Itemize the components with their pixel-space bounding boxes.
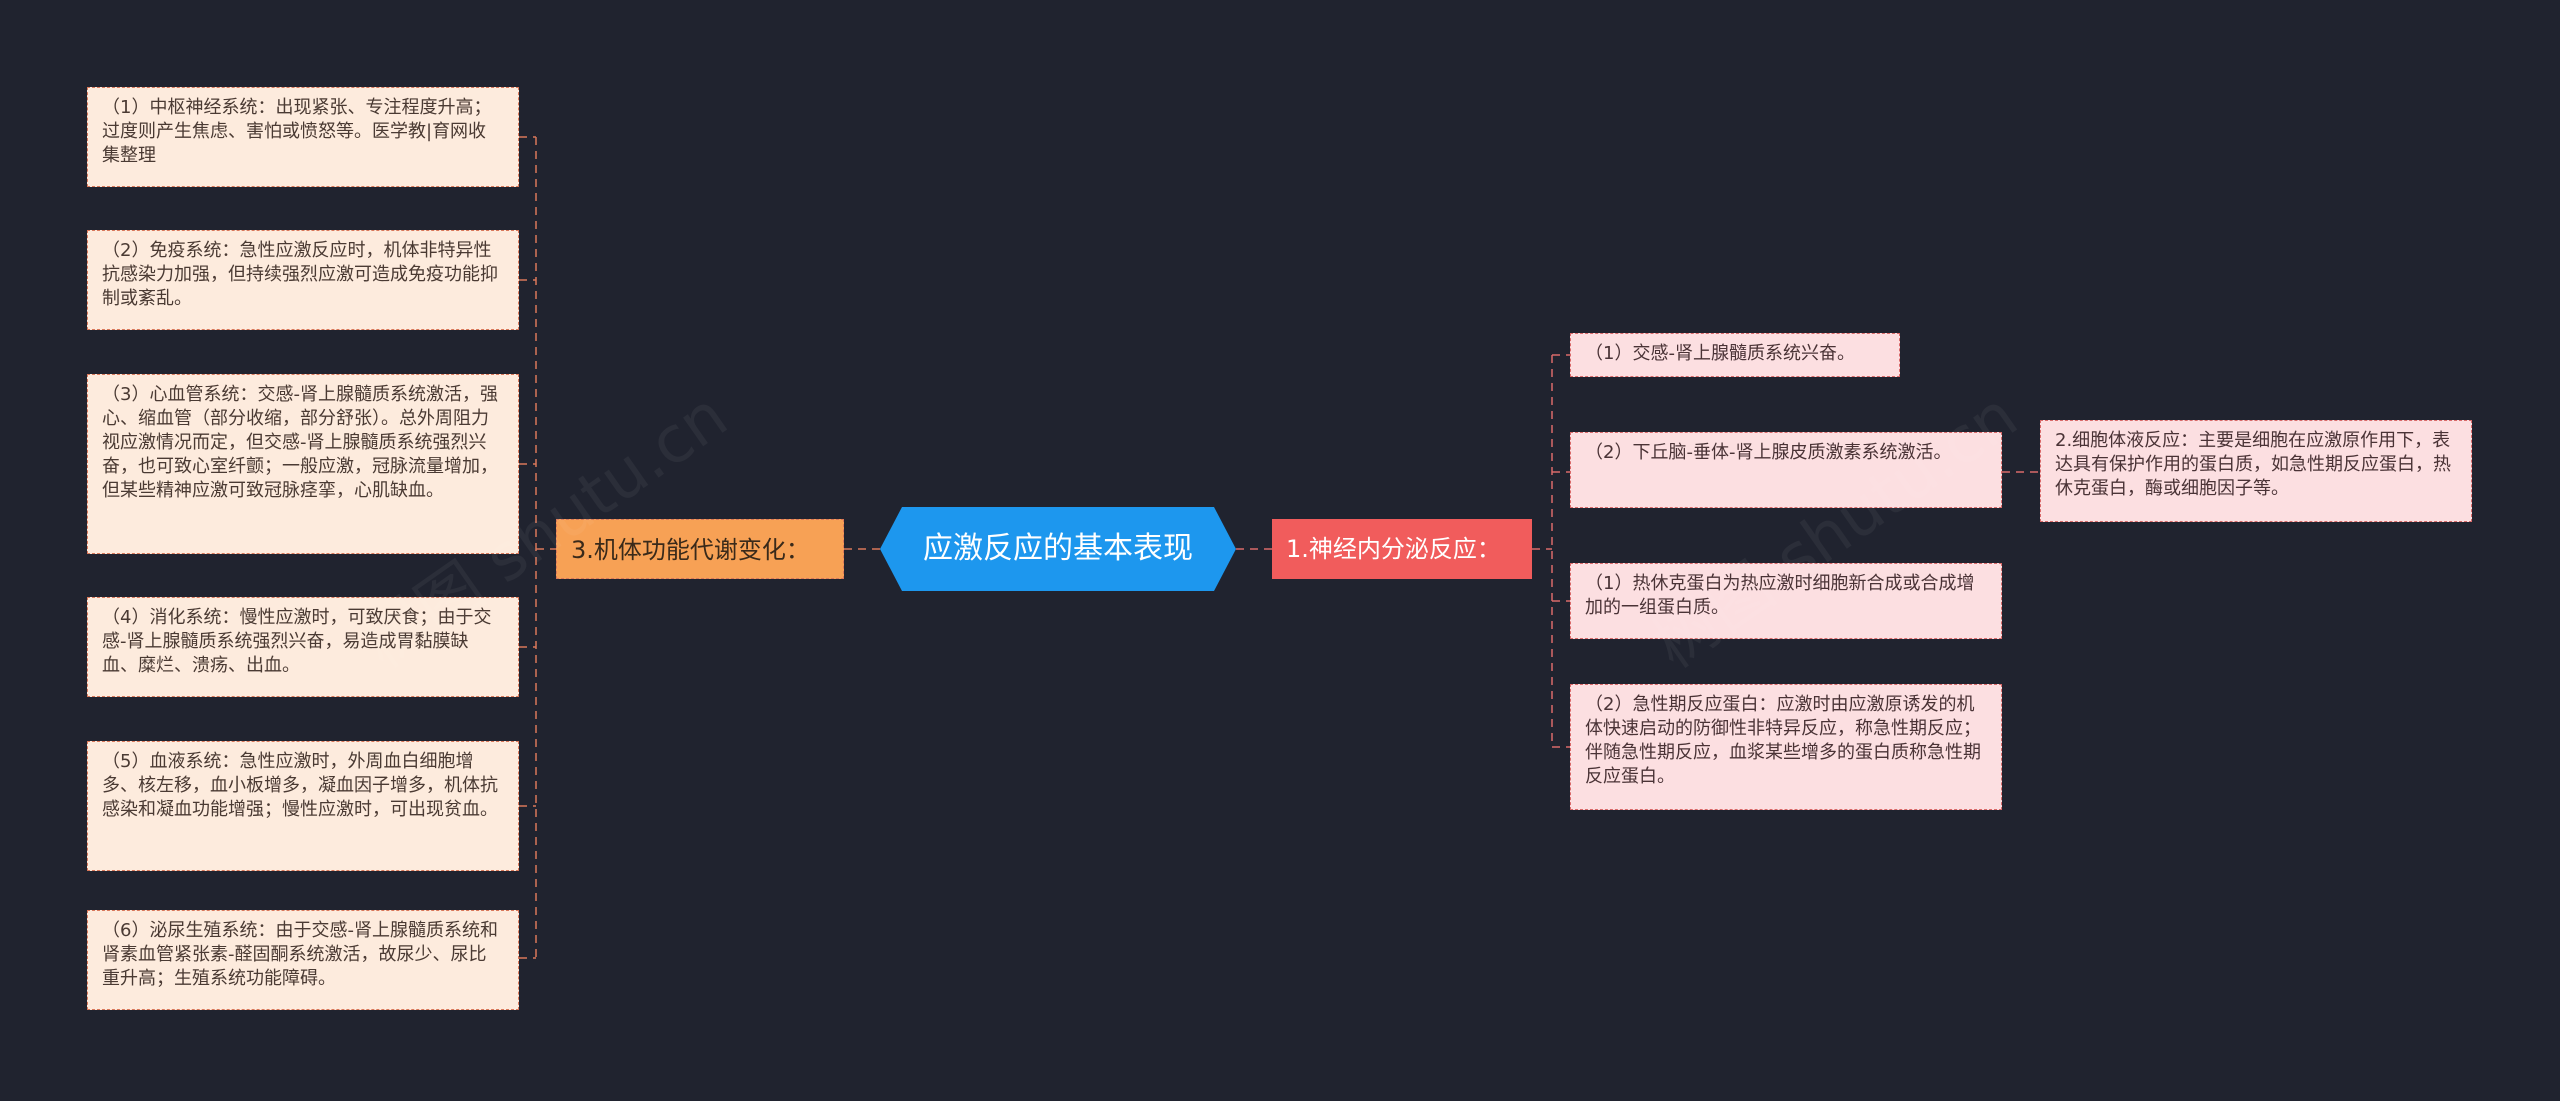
right-leaf-hpa[interactable]: （2）下丘脑-垂体-肾上腺皮质激素系统激活。	[1570, 432, 2002, 508]
left-leaf-cns[interactable]: （1）中枢神经系统：出现紧张、专注程度升高；过度则产生焦虑、害怕或愤怒等。医学教…	[87, 87, 519, 187]
left-leaf-cardio[interactable]: （3）心血管系统：交感-肾上腺髓质系统激活，强心、缩血管（部分收缩，部分舒张）。…	[87, 374, 519, 554]
left-branch-node[interactable]: 3.机体功能代谢变化：	[556, 519, 844, 579]
left-leaf-digestive[interactable]: （4）消化系统：慢性应激时，可致厌食；由于交感-肾上腺髓质系统强烈兴奋，易造成胃…	[87, 597, 519, 697]
left-leaf-immune-text: （2）免疫系统：急性应激反应时，机体非特异性抗感染力加强，但持续强烈应激可造成免…	[102, 240, 498, 309]
center-node-label: 应激反应的基本表现	[923, 531, 1193, 566]
left-leaf-digestive-text: （4）消化系统：慢性应激时，可致厌食；由于交感-肾上腺髓质系统强烈兴奋，易造成胃…	[102, 607, 492, 676]
left-leaf-urogenital-text: （6）泌尿生殖系统：由于交感-肾上腺髓质系统和肾素血管紧张素-醛固酮系统激活，故…	[102, 920, 498, 989]
right-leaf-hpa-text: （2）下丘脑-垂体-肾上腺皮质激素系统激活。	[1585, 442, 1952, 463]
left-leaf-blood-text: （5）血液系统：急性应激时，外周血白细胞增多、核左移，血小板增多，凝血因子增多，…	[102, 751, 498, 820]
right-leaf-sympathetic[interactable]: （1）交感-肾上腺髓质系统兴奋。	[1570, 333, 1900, 377]
right-leaf-hsp-text: （1）热休克蛋白为热应激时细胞新合成或合成增加的一组蛋白质。	[1585, 573, 1975, 618]
right-sub-leaf-cellular-text: 2.细胞体液反应：主要是细胞在应激原作用下，表达具有保护作用的蛋白质，如急性期反…	[2055, 430, 2451, 499]
left-leaf-immune[interactable]: （2）免疫系统：急性应激反应时，机体非特异性抗感染力加强，但持续强烈应激可造成免…	[87, 230, 519, 330]
right-branch-label: 1.神经内分泌反应：	[1286, 535, 1501, 563]
right-leaf-hsp[interactable]: （1）热休克蛋白为热应激时细胞新合成或合成增加的一组蛋白质。	[1570, 563, 2002, 639]
left-leaf-cns-text: （1）中枢神经系统：出现紧张、专注程度升高；过度则产生焦虑、害怕或愤怒等。医学教…	[102, 97, 492, 166]
right-leaf-acute-phase-text: （2）急性期反应蛋白：应激时由应激原诱发的机体快速启动的防御性非特异反应，称急性…	[1585, 694, 1981, 787]
left-leaf-cardio-text: （3）心血管系统：交感-肾上腺髓质系统激活，强心、缩血管（部分收缩，部分舒张）。…	[102, 384, 498, 501]
left-leaf-blood[interactable]: （5）血液系统：急性应激时，外周血白细胞增多、核左移，血小板增多，凝血因子增多，…	[87, 741, 519, 871]
right-branch-node[interactable]: 1.神经内分泌反应：	[1272, 519, 1532, 579]
right-leaf-sympathetic-text: （1）交感-肾上腺髓质系统兴奋。	[1585, 343, 1855, 364]
left-branch-label: 3.机体功能代谢变化：	[571, 536, 810, 564]
right-leaf-acute-phase[interactable]: （2）急性期反应蛋白：应激时由应激原诱发的机体快速启动的防御性非特异反应，称急性…	[1570, 684, 2002, 810]
left-leaf-urogenital[interactable]: （6）泌尿生殖系统：由于交感-肾上腺髓质系统和肾素血管紧张素-醛固酮系统激活，故…	[87, 910, 519, 1010]
right-sub-leaf-cellular[interactable]: 2.细胞体液反应：主要是细胞在应激原作用下，表达具有保护作用的蛋白质，如急性期反…	[2040, 420, 2472, 522]
center-node[interactable]: 应激反应的基本表现	[880, 507, 1236, 591]
